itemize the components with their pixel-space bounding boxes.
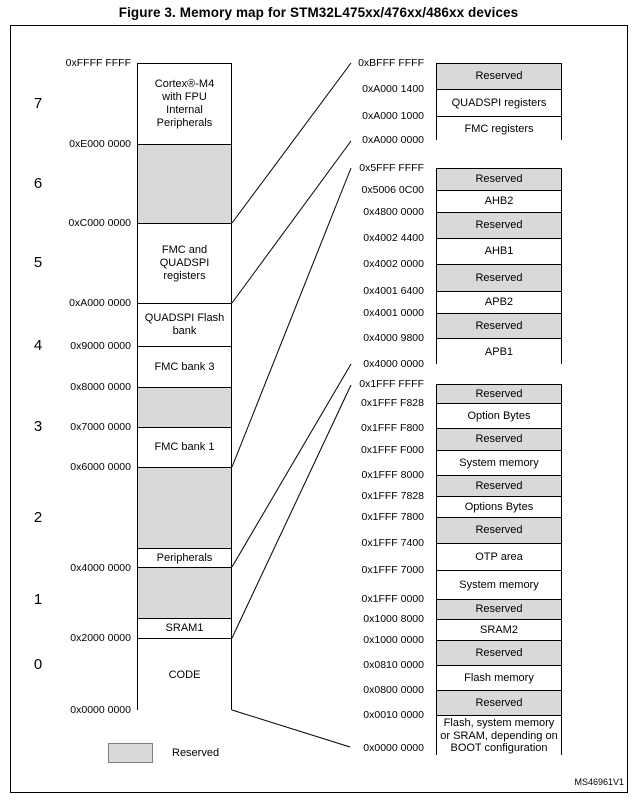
address-label-0x1fff-f000: 0x1FFF F000 (360, 444, 424, 456)
otp-area-block: OTP area (437, 544, 561, 571)
region-number-7: 7 (33, 95, 43, 112)
address-label-0x1fff-ffff: 0x1FFF FFFF (359, 378, 424, 390)
reserved-block: Reserved (437, 641, 561, 666)
reserved-block (138, 568, 231, 619)
option-bytes-block: Option Bytes (437, 404, 561, 429)
address-label-0xa000-1400: 0xA000 1400 (362, 83, 424, 95)
address-label-0x0010-0000: 0x0010 0000 (363, 709, 424, 721)
address-label-0x4800-0000: 0x4800 0000 (363, 206, 424, 218)
address-label-0xc000-0000: 0xC000 0000 (68, 217, 131, 229)
reserved-block (138, 388, 231, 428)
address-label-0x0000-0000: 0x0000 0000 (70, 704, 131, 716)
address-label-0x4000-9800: 0x4000 9800 (363, 332, 424, 344)
address-label-0x5006-0c00: 0x5006 0C00 (361, 184, 424, 196)
memory-column-main: Cortex®-M4 with FPU Internal Peripherals… (137, 63, 232, 711)
fmc-bank-1-block: FMC bank 1 (138, 428, 231, 468)
legend-reserved-label: Reserved (172, 747, 220, 759)
address-label-0x2000-0000: 0x2000 0000 (70, 632, 131, 644)
address-label-0x1fff-f828: 0x1FFF F828 (360, 397, 424, 409)
reserved-block: Reserved (437, 429, 561, 451)
reserved-block: Reserved (437, 385, 561, 404)
ahb2-block: AHB2 (437, 191, 561, 213)
address-label-0x0000-0000: 0x0000 0000 (363, 742, 424, 754)
address-label-0x8000-0000: 0x8000 0000 (70, 381, 131, 393)
address-label-0x7000-0000: 0x7000 0000 (70, 421, 131, 433)
address-label-0x0810-0000: 0x0810 0000 (363, 659, 424, 671)
address-label-0x9000-0000: 0x9000 0000 (70, 340, 131, 352)
region-number-5: 5 (33, 254, 43, 271)
reserved-block: Reserved (437, 600, 561, 620)
region-number-3: 3 (33, 418, 43, 435)
apb1-block: APB1 (437, 339, 561, 365)
region-number-0: 0 (33, 656, 43, 673)
reserved-block: Reserved (437, 518, 561, 544)
flash-system-memory-or-sram-depending-on-boot-configuration-block: Flash, system memory or SRAM, depending … (437, 716, 561, 756)
fmc-and-quadspi-registers-block: FMC and QUADSPI registers (138, 224, 231, 304)
system-memory-block: System memory (437, 451, 561, 476)
address-label-0xa000-1000: 0xA000 1000 (362, 110, 424, 122)
address-label-0xbfff-ffff: 0xBFFF FFFF (358, 57, 424, 69)
system-memory-block: System memory (437, 571, 561, 600)
sram1-block: SRAM1 (138, 619, 231, 639)
address-label-0x1fff-7400: 0x1FFF 7400 (361, 537, 424, 549)
address-label-0x5fff-ffff: 0x5FFF FFFF (359, 162, 424, 174)
address-label-0x1fff-8000: 0x1FFF 8000 (361, 469, 424, 481)
address-label-0x1fff-7828: 0x1FFF 7828 (361, 490, 424, 502)
peripherals-block: Peripherals (138, 549, 231, 568)
address-label-0x4002-4400: 0x4002 4400 (363, 232, 424, 244)
code-block: CODE (138, 639, 231, 711)
flash-memory-block: Flash memory (437, 666, 561, 691)
region-number-6: 6 (33, 175, 43, 192)
address-label-0x4001-0000: 0x4001 0000 (363, 307, 424, 319)
reserved-block: Reserved (437, 213, 561, 239)
ahb1-block: AHB1 (437, 239, 561, 265)
reserved-block: Reserved (437, 64, 561, 90)
reserved-block (138, 145, 231, 224)
address-label-0x0800-0000: 0x0800 0000 (363, 684, 424, 696)
sram2-block: SRAM2 (437, 620, 561, 641)
reserved-block: Reserved (437, 314, 561, 339)
legend-reserved-swatch (108, 743, 153, 763)
watermark-text: MS46961V1 (574, 777, 624, 787)
reserved-block: Reserved (437, 691, 561, 716)
address-label-0xe000-0000: 0xE000 0000 (69, 138, 131, 150)
address-label-0x4002-0000: 0x4002 0000 (363, 258, 424, 270)
cortex-m4-with-fpu-internal-peripherals-block: Cortex®-M4 with FPU Internal Peripherals (138, 64, 231, 145)
figure-frame (10, 25, 628, 793)
reserved-block (138, 468, 231, 549)
address-label-0x4001-6400: 0x4001 6400 (363, 285, 424, 297)
address-label-0x6000-0000: 0x6000 0000 (70, 461, 131, 473)
address-label-0x1fff-0000: 0x1FFF 0000 (361, 593, 424, 605)
region-number-4: 4 (33, 337, 43, 354)
quadspi-registers-block: QUADSPI registers (437, 90, 561, 117)
apb2-block: APB2 (437, 292, 561, 314)
figure-title: Figure 3. Memory map for STM32L475xx/476… (118, 5, 519, 20)
address-label-0x1000-8000: 0x1000 8000 (363, 613, 424, 625)
region-number-2: 2 (33, 509, 43, 526)
reserved-block: Reserved (437, 265, 561, 292)
address-label-0x1fff-f800: 0x1FFF F800 (360, 422, 424, 434)
quadspi-flash-bank-block: QUADSPI Flash bank (138, 304, 231, 347)
address-label-0x1fff-7800: 0x1FFF 7800 (361, 511, 424, 523)
address-label-0x4000-0000: 0x4000 0000 (70, 562, 131, 574)
fmc-registers-block: FMC registers (437, 117, 561, 141)
address-label-0xffff-ffff: 0xFFFF FFFF (65, 57, 131, 69)
reserved-block: Reserved (437, 169, 561, 191)
address-label-0x1000-0000: 0x1000 0000 (363, 634, 424, 646)
fmc-bank-3-block: FMC bank 3 (138, 347, 231, 388)
options-bytes-block: Options Bytes (437, 497, 561, 518)
address-label-0xa000-0000: 0xA000 0000 (362, 134, 424, 146)
address-label-0xa000-0000: 0xA000 0000 (69, 297, 131, 309)
address-label-0x1fff-7000: 0x1FFF 7000 (361, 564, 424, 576)
region-number-1: 1 (33, 591, 43, 608)
address-label-0x4000-0000: 0x4000 0000 (363, 358, 424, 370)
reserved-block: Reserved (437, 476, 561, 497)
